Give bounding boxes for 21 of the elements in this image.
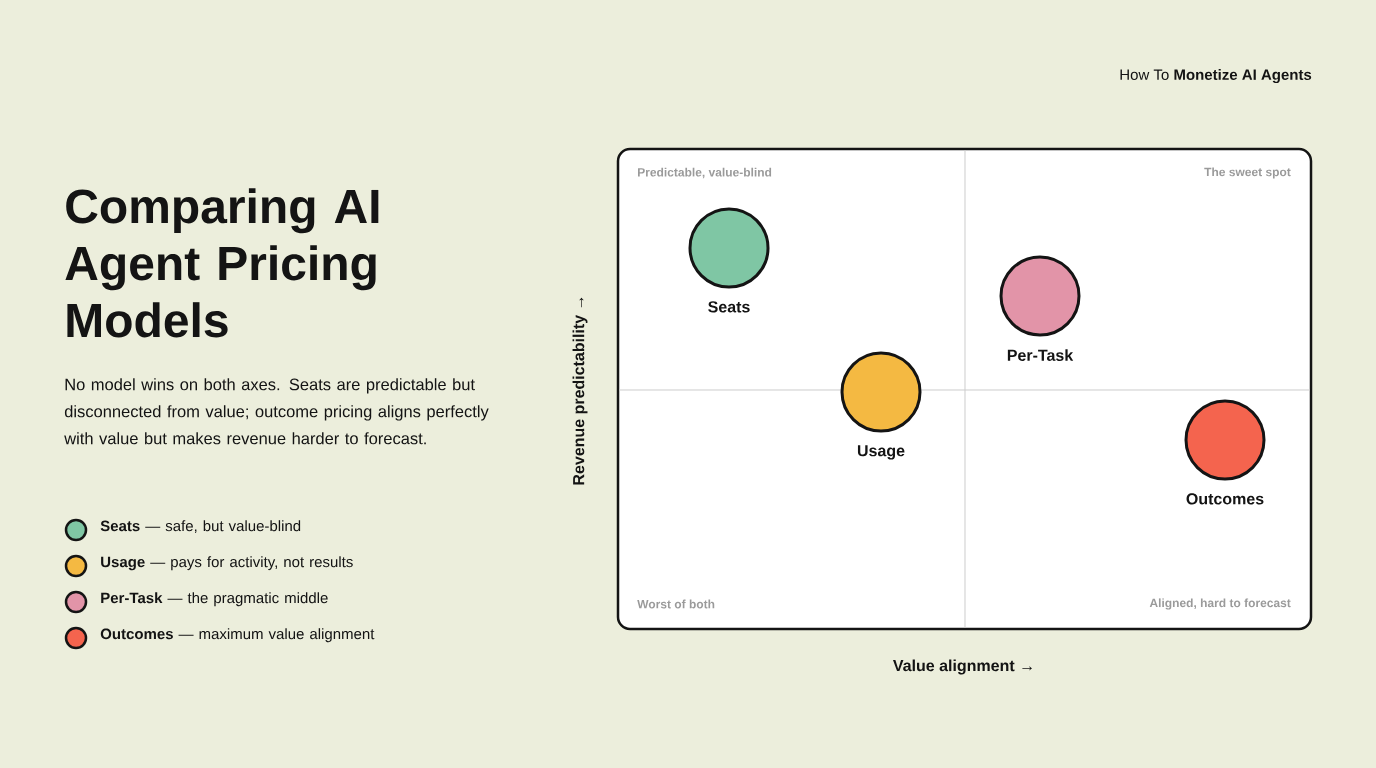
title: Comparing AI Agent Pricing Models <box>65 188 379 338</box>
legend-text: Seats — safe, but value-blind <box>100 520 301 533</box>
axis-label: Value alignment → <box>893 659 1032 675</box>
bubble <box>840 351 922 433</box>
header-text: How To Monetize AI Agents <box>1120 69 1312 84</box>
axis-label: Revenue predictability → <box>572 297 588 485</box>
bubble-label: Outcomes <box>1186 493 1264 505</box>
quadrant-label: Worst of both <box>637 599 715 609</box>
bubble <box>688 207 770 289</box>
bubble-label: Seats <box>708 301 750 313</box>
legend-text: Outcomes — maximum value alignment <box>100 628 375 643</box>
legend-text: Usage — pays for activity, not results <box>101 556 353 571</box>
quadrant-label: The sweet spot <box>1204 167 1291 179</box>
quadrant-label: Predictable, value-blind <box>638 167 772 179</box>
legend-text: Per-Task — the pragmatic middle <box>101 592 328 607</box>
quadrant-label: Aligned, hard to forecast <box>1149 598 1291 610</box>
description-paragraph: No model wins on both axes. Seats are predictable but disconnected from value; outcome pricing aligns perfectly with value but makes revenue harder to forecast. <box>64 378 489 445</box>
bubble-label: Per-Task <box>1007 349 1074 361</box>
bubble <box>1184 399 1266 481</box>
bubble <box>999 255 1081 337</box>
bubble-label: Usage <box>857 445 905 460</box>
